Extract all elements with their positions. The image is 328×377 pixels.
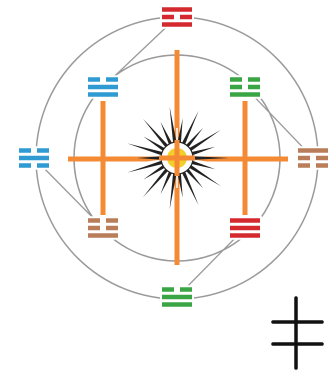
trigram-line-broken-right bbox=[37, 163, 49, 168]
trigram-line-broken-right bbox=[106, 226, 118, 231]
trigram-inner-bottom-left bbox=[86, 216, 120, 240]
trigram-line-solid bbox=[162, 22, 192, 27]
trigram-line-broken-left bbox=[88, 77, 100, 82]
trigram-line-solid bbox=[162, 302, 192, 307]
trigram-line-solid bbox=[19, 156, 49, 161]
trigram-line-broken-left bbox=[230, 85, 242, 90]
trigram-line-broken-right bbox=[180, 287, 192, 292]
trigram-line-broken-right bbox=[37, 148, 49, 153]
trigram-line-solid bbox=[88, 233, 118, 238]
trigram-line-broken-left bbox=[230, 77, 242, 82]
trigram-line-broken-right bbox=[106, 77, 118, 82]
trigram-outer-left bbox=[17, 146, 51, 170]
trigram-line-solid bbox=[230, 233, 260, 238]
trigram-outer-bottom bbox=[160, 285, 194, 309]
trigram-inner-top-right bbox=[228, 75, 262, 99]
trigram-line-solid bbox=[88, 92, 118, 97]
trigram-line-broken-right bbox=[248, 85, 260, 90]
trigram-outer-top bbox=[160, 5, 194, 29]
trigram-line-solid bbox=[88, 85, 118, 90]
trigram-line-broken-left bbox=[298, 163, 310, 168]
trigram-line-broken-right bbox=[180, 15, 192, 20]
trigram-line-broken-left bbox=[88, 226, 100, 231]
trigram-line-broken-left bbox=[162, 15, 174, 20]
trigram-line-broken-right bbox=[248, 77, 260, 82]
trigram-line-solid bbox=[230, 92, 260, 97]
trigram-line-solid bbox=[162, 295, 192, 300]
trigram-line-solid bbox=[162, 7, 192, 12]
trigram-line-broken-right bbox=[106, 218, 118, 223]
trigram-line-solid bbox=[230, 226, 260, 231]
trigram-line-broken-left bbox=[298, 156, 310, 161]
trigram-line-broken-right bbox=[316, 163, 328, 168]
trigram-inner-top-left bbox=[86, 75, 120, 99]
trigram-line-broken-left bbox=[19, 163, 31, 168]
trigram-line-solid bbox=[298, 148, 328, 153]
trigram-line-solid bbox=[230, 218, 260, 223]
trigram-line-broken-left bbox=[88, 218, 100, 223]
trigram-outer-right bbox=[296, 146, 328, 170]
trigram-line-broken-right bbox=[316, 156, 328, 161]
trigram-line-broken-left bbox=[162, 287, 174, 292]
trigram-line-broken-left bbox=[19, 148, 31, 153]
trigram-inner-bottom-right bbox=[228, 216, 262, 240]
